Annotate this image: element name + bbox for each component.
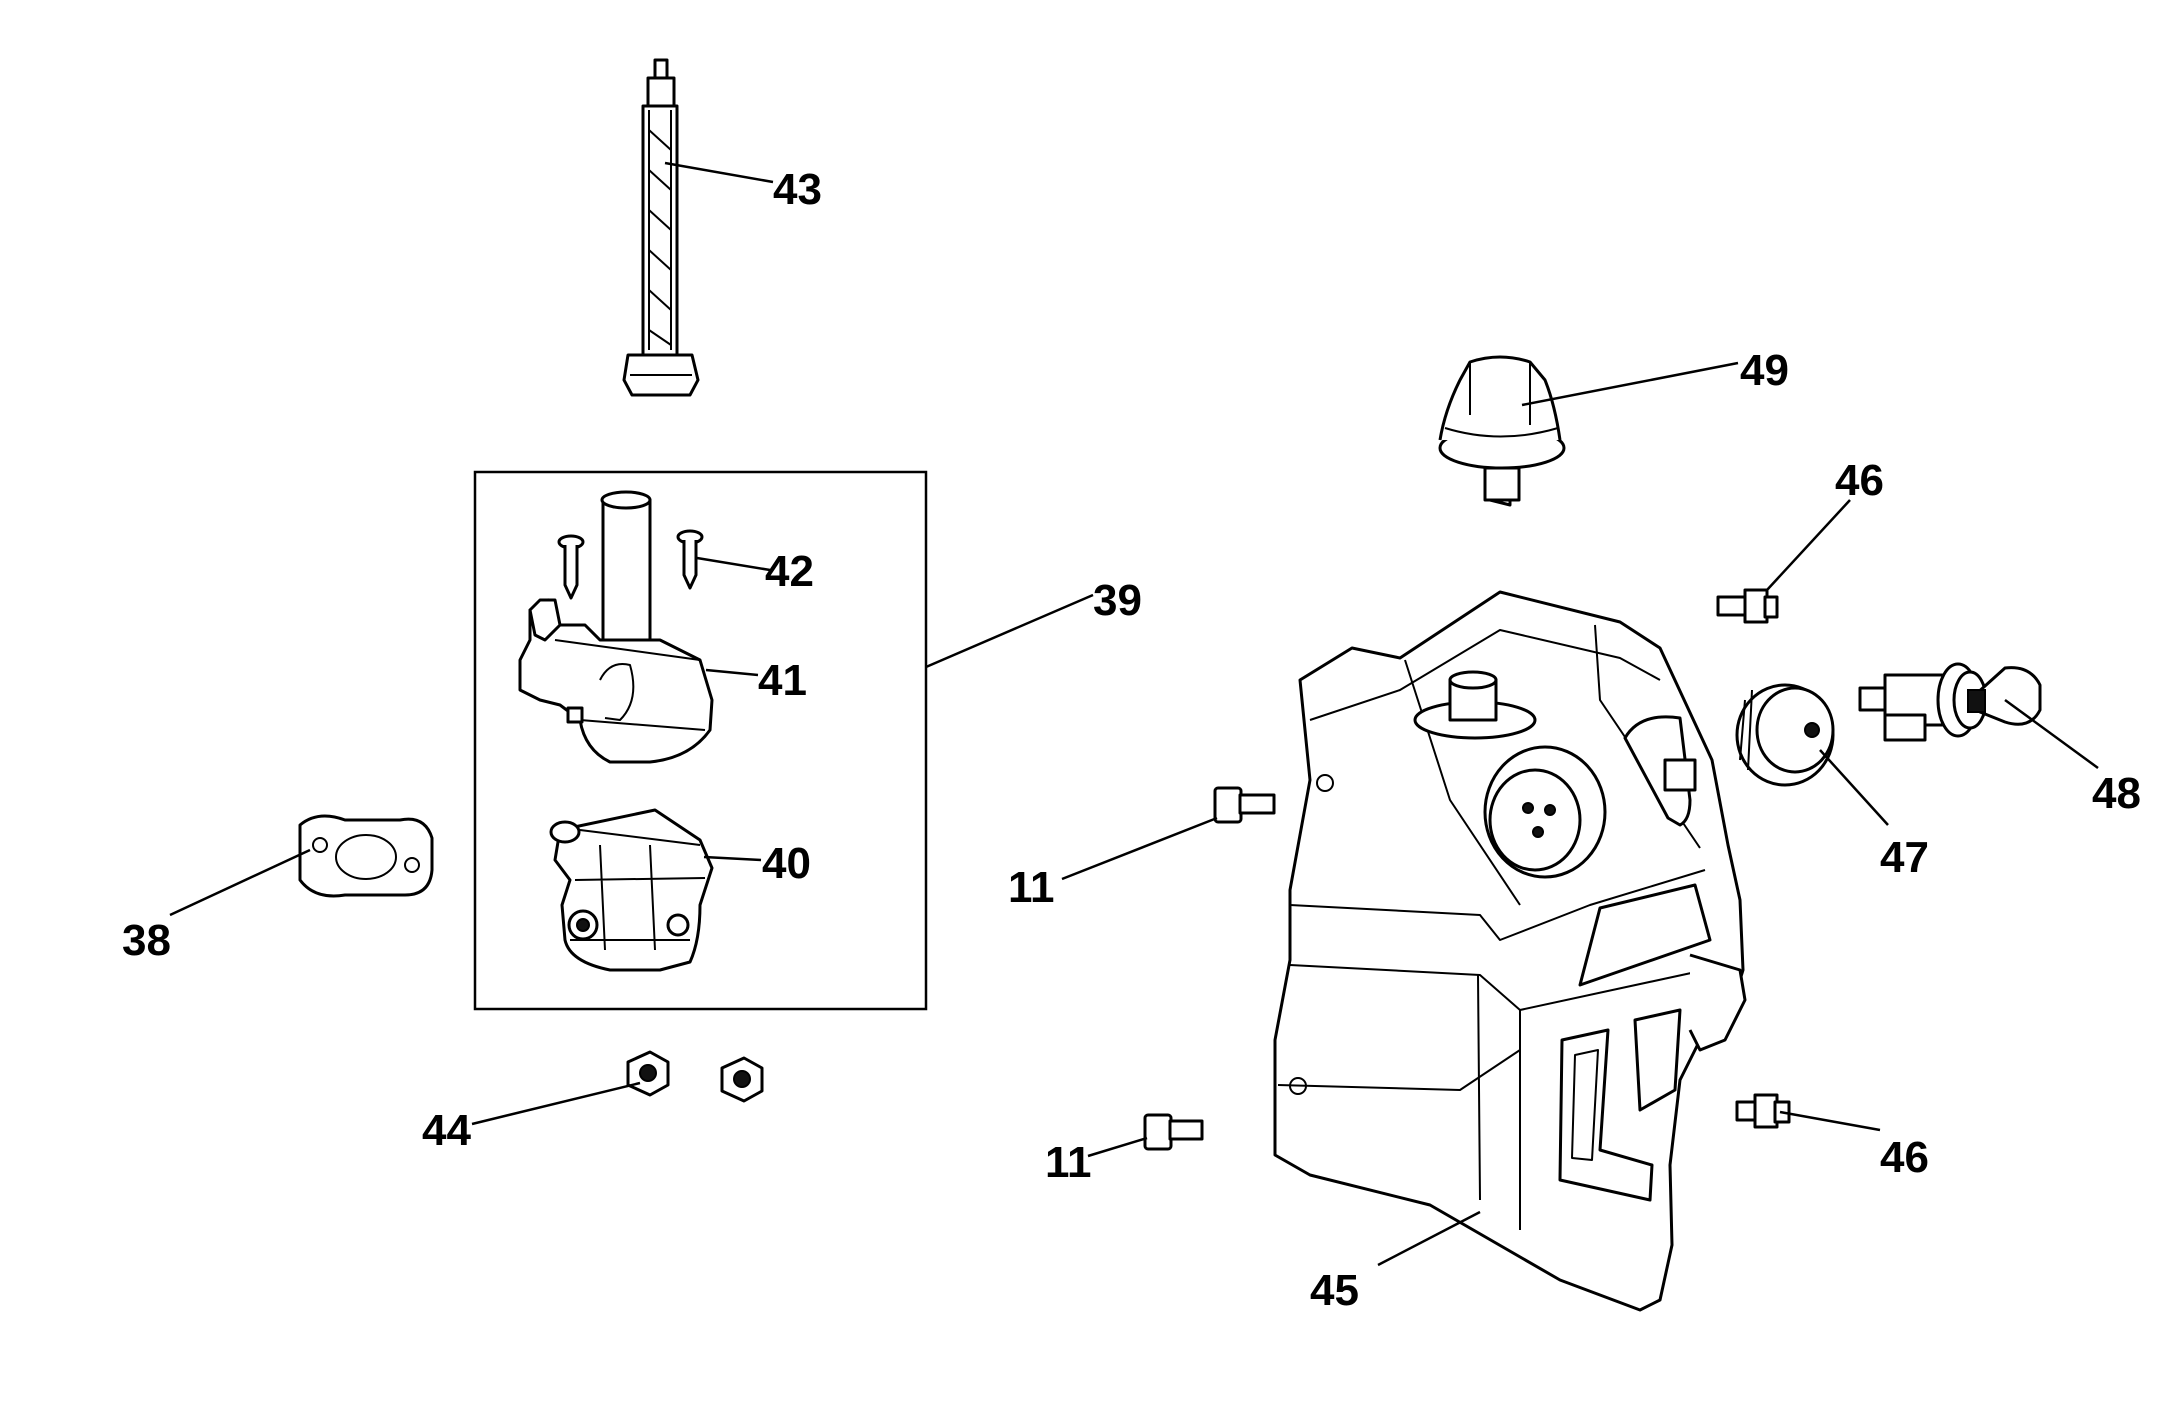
hex-nut-right xyxy=(720,1056,764,1103)
carburetor-lower xyxy=(549,808,714,972)
callout-42: 42 xyxy=(765,547,814,596)
callout-labels: 43 49 46 42 39 41 48 47 40 11 38 44 11 4… xyxy=(122,165,2141,1315)
callout-41: 41 xyxy=(758,656,807,705)
callout-46-lower: 46 xyxy=(1880,1133,1929,1182)
fuel-cap xyxy=(1735,683,1835,787)
callout-11-lower: 11 xyxy=(1045,1138,1092,1187)
carburetor-upper xyxy=(518,490,714,764)
carburetor-gasket xyxy=(298,814,434,898)
callout-49: 49 xyxy=(1740,346,1789,395)
flange-bolt-upper xyxy=(1716,588,1779,624)
callout-44: 44 xyxy=(422,1106,471,1155)
carburetor-screws xyxy=(557,529,704,600)
callout-43: 43 xyxy=(773,165,822,214)
fuel-valve-knob xyxy=(1438,355,1566,507)
carburetor-kit-box xyxy=(473,470,928,1011)
callout-38: 38 xyxy=(122,916,171,965)
fuel-gauge xyxy=(1858,662,2042,742)
callout-45: 45 xyxy=(1310,1266,1359,1315)
callout-47: 47 xyxy=(1880,833,1929,882)
leader-lines xyxy=(169,161,2099,1267)
hex-bolt-upper xyxy=(1213,786,1276,824)
flange-bolt-lower xyxy=(1735,1093,1791,1129)
callout-46-upper: 46 xyxy=(1835,456,1884,505)
fuel-tank xyxy=(1273,590,1747,1312)
fuel-filter-screen xyxy=(622,58,700,397)
hex-bolt-lower xyxy=(1143,1113,1204,1151)
hex-nut-left xyxy=(626,1050,670,1097)
callout-40: 40 xyxy=(762,839,811,888)
callout-11-upper: 11 xyxy=(1008,863,1055,912)
callout-39: 39 xyxy=(1093,576,1142,625)
callout-48: 48 xyxy=(2092,769,2141,818)
